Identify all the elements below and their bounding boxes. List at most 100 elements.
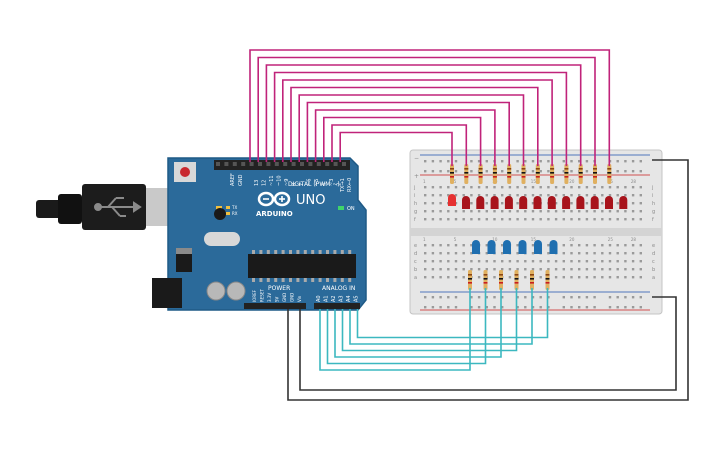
breadboard-hole[interactable] bbox=[485, 296, 488, 299]
breadboard-hole[interactable] bbox=[431, 186, 435, 189]
red-led[interactable] bbox=[490, 196, 499, 209]
red-led[interactable] bbox=[562, 196, 571, 209]
breadboard-hole[interactable] bbox=[516, 252, 519, 255]
resistor[interactable] bbox=[578, 164, 583, 184]
ground-wire[interactable] bbox=[299, 296, 677, 391]
breadboard-hole[interactable] bbox=[539, 210, 542, 213]
breadboard-hole[interactable] bbox=[477, 276, 481, 279]
breadboard-hole[interactable] bbox=[485, 252, 488, 255]
resistor[interactable] bbox=[478, 164, 483, 184]
breadboard-hole[interactable] bbox=[431, 296, 435, 299]
breadboard-hole[interactable] bbox=[624, 306, 627, 309]
breadboard-hole[interactable] bbox=[608, 276, 612, 279]
red-led[interactable] bbox=[448, 194, 456, 206]
breadboard-hole[interactable] bbox=[439, 276, 442, 279]
breadboard-hole[interactable] bbox=[424, 244, 427, 247]
breadboard-hole[interactable] bbox=[431, 306, 435, 309]
red-led[interactable] bbox=[576, 196, 585, 209]
breadboard-hole[interactable] bbox=[608, 296, 612, 299]
breadboard-hole[interactable] bbox=[601, 244, 604, 247]
breadboard-hole[interactable] bbox=[554, 260, 558, 263]
breadboard-hole[interactable] bbox=[477, 194, 481, 197]
breadboard-hole[interactable] bbox=[585, 160, 589, 163]
breadboard-hole[interactable] bbox=[524, 186, 527, 189]
breadboard-hole[interactable] bbox=[524, 210, 527, 213]
breadboard-hole[interactable] bbox=[477, 260, 481, 263]
breadboard-hole[interactable] bbox=[508, 218, 512, 221]
breadboard-hole[interactable] bbox=[439, 194, 442, 197]
breadboard-hole[interactable] bbox=[593, 210, 596, 213]
breadboard-hole[interactable] bbox=[631, 276, 635, 279]
breadboard-hole[interactable] bbox=[608, 306, 612, 309]
breadboard-hole[interactable] bbox=[639, 194, 642, 197]
breadboard-hole[interactable] bbox=[539, 160, 542, 163]
breadboard-hole[interactable] bbox=[608, 218, 612, 221]
breadboard-hole[interactable] bbox=[524, 306, 527, 309]
breadboard-hole[interactable] bbox=[477, 268, 481, 271]
breadboard-hole[interactable] bbox=[624, 218, 627, 221]
breadboard-hole[interactable] bbox=[508, 268, 512, 271]
breadboard-hole[interactable] bbox=[454, 170, 458, 173]
breadboard-hole[interactable] bbox=[531, 194, 535, 197]
breadboard-hole[interactable] bbox=[524, 160, 527, 163]
breadboard-hole[interactable] bbox=[639, 170, 642, 173]
breadboard-hole[interactable] bbox=[585, 244, 589, 247]
breadboard-hole[interactable] bbox=[501, 210, 504, 213]
breadboard-hole[interactable] bbox=[516, 210, 519, 213]
breadboard-hole[interactable] bbox=[493, 210, 496, 213]
breadboard-hole[interactable] bbox=[562, 244, 565, 247]
breadboard-hole[interactable] bbox=[424, 268, 427, 271]
breadboard-hole[interactable] bbox=[547, 160, 550, 163]
breadboard-hole[interactable] bbox=[477, 210, 481, 213]
breadboard-hole[interactable] bbox=[485, 268, 488, 271]
breadboard-hole[interactable] bbox=[547, 210, 550, 213]
breadboard-hole[interactable] bbox=[631, 268, 635, 271]
breadboard-hole[interactable] bbox=[485, 194, 488, 197]
analog-wire[interactable] bbox=[356, 288, 549, 339]
breadboard-hole[interactable] bbox=[439, 252, 442, 255]
breadboard-hole[interactable] bbox=[547, 260, 550, 263]
breadboard-hole[interactable] bbox=[439, 160, 442, 163]
breadboard-hole[interactable] bbox=[447, 218, 450, 221]
breadboard-hole[interactable] bbox=[462, 244, 465, 247]
breadboard-hole[interactable] bbox=[447, 160, 450, 163]
breadboard-hole[interactable] bbox=[624, 276, 627, 279]
breadboard-hole[interactable] bbox=[616, 160, 619, 163]
breadboard-hole[interactable] bbox=[631, 306, 635, 309]
breadboard-hole[interactable] bbox=[547, 218, 550, 221]
breadboard-hole[interactable] bbox=[585, 268, 589, 271]
breadboard-hole[interactable] bbox=[516, 260, 519, 263]
breadboard-hole[interactable] bbox=[447, 296, 450, 299]
breadboard-hole[interactable] bbox=[547, 296, 550, 299]
breadboard-hole[interactable] bbox=[601, 260, 604, 263]
breadboard-hole[interactable] bbox=[578, 306, 581, 309]
breadboard-hole[interactable] bbox=[462, 210, 465, 213]
breadboard-hole[interactable] bbox=[593, 268, 596, 271]
breadboard-hole[interactable] bbox=[485, 210, 488, 213]
breadboard-hole[interactable] bbox=[570, 218, 573, 221]
breadboard-hole[interactable] bbox=[439, 210, 442, 213]
breadboard-hole[interactable] bbox=[454, 160, 458, 163]
breadboard-hole[interactable] bbox=[508, 186, 512, 189]
breadboard-hole[interactable] bbox=[608, 268, 612, 271]
breadboard-hole[interactable] bbox=[462, 194, 465, 197]
breadboard-hole[interactable] bbox=[424, 210, 427, 213]
breadboard-hole[interactable] bbox=[470, 306, 473, 309]
breadboard-hole[interactable] bbox=[462, 186, 465, 189]
breadboard-hole[interactable] bbox=[639, 160, 642, 163]
breadboard-hole[interactable] bbox=[524, 194, 527, 197]
breadboard-hole[interactable] bbox=[447, 276, 450, 279]
breadboard-hole[interactable] bbox=[608, 244, 612, 247]
resistor[interactable] bbox=[530, 270, 534, 290]
breadboard-hole[interactable] bbox=[639, 202, 642, 205]
breadboard-hole[interactable] bbox=[424, 276, 427, 279]
breadboard-hole[interactable] bbox=[531, 306, 535, 309]
breadboard-hole[interactable] bbox=[493, 296, 496, 299]
breadboard-hole[interactable] bbox=[531, 210, 535, 213]
breadboard-hole[interactable] bbox=[585, 306, 589, 309]
breadboard-hole[interactable] bbox=[570, 170, 573, 173]
breadboard-hole[interactable] bbox=[593, 306, 596, 309]
breadboard-hole[interactable] bbox=[562, 306, 565, 309]
breadboard-hole[interactable] bbox=[439, 244, 442, 247]
breadboard-hole[interactable] bbox=[624, 244, 627, 247]
